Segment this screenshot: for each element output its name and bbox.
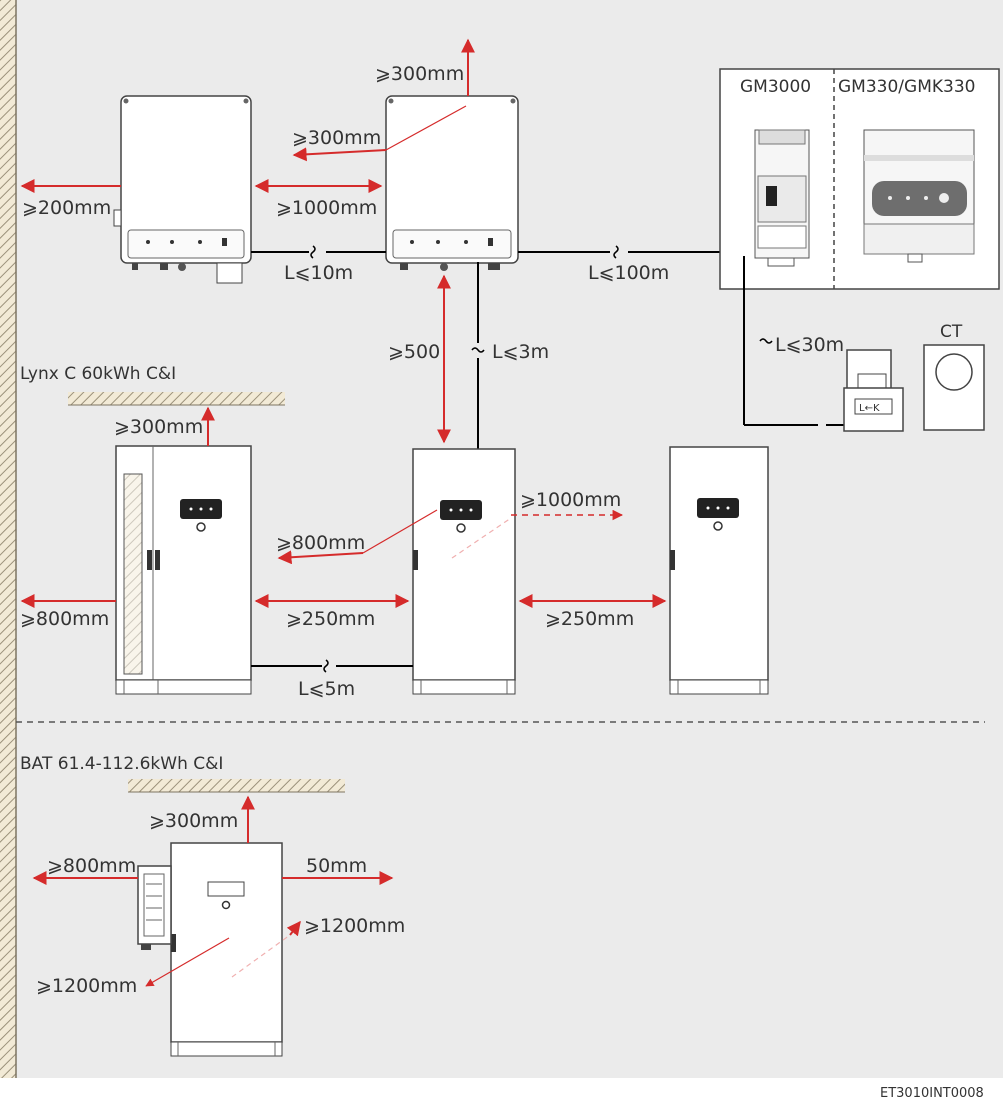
label-gm330: GM330/GMK330 bbox=[838, 77, 975, 97]
dim-inv2-back bbox=[385, 105, 467, 151]
cable-break-icon bbox=[759, 338, 773, 344]
inverter-1 bbox=[113, 95, 252, 284]
footer-band bbox=[0, 1078, 1003, 1106]
label-cab-front-far: ⩾1000mm bbox=[520, 489, 621, 511]
arrow-inv2-back bbox=[292, 147, 387, 162]
section1-title: Lynx C 60kWh C&I bbox=[20, 364, 176, 384]
ceiling-hatch-1 bbox=[68, 392, 285, 405]
cable-break-icon bbox=[310, 245, 316, 259]
cabinet-1 bbox=[115, 445, 252, 695]
label-inv-between: ⩾1000mm bbox=[276, 197, 377, 219]
dim-cab-front-far bbox=[451, 517, 512, 559]
label-cab1-top: ⩾300mm bbox=[114, 416, 203, 438]
ct-clamp-2: CT bbox=[923, 322, 985, 431]
label-cab-gap1: ⩾250mm bbox=[286, 608, 375, 630]
arrow-bat-front bbox=[145, 937, 230, 987]
label-bat-front: ⩾1200mm bbox=[36, 975, 137, 997]
label-inv-bat-cable: L⩽3m bbox=[492, 341, 549, 363]
cable-break-icon bbox=[471, 347, 485, 353]
svg-text:L←K: L←K bbox=[859, 403, 880, 414]
cable-break-icon bbox=[323, 659, 329, 673]
label-ct-cable: L⩽30m bbox=[775, 334, 844, 356]
cabinet-2 bbox=[412, 448, 516, 695]
bat-cabinet bbox=[170, 842, 283, 1057]
label-inv2-top: ⩾300mm bbox=[375, 63, 464, 85]
ct-clamp-1: L←K bbox=[843, 349, 904, 432]
dim-cab-front bbox=[362, 509, 438, 554]
label-inv-bat-gap: ⩾500 bbox=[388, 341, 440, 363]
label-inv-cable: L⩽10m bbox=[284, 262, 353, 284]
label-meter-cable: L⩽100m bbox=[588, 262, 669, 284]
label-bat-front-back: ⩾1200mm bbox=[304, 915, 405, 937]
label-cab-cable: L⩽5m bbox=[298, 678, 355, 700]
wall-hatch bbox=[0, 0, 16, 1078]
label-cab1-left: ⩾800mm bbox=[20, 608, 109, 630]
smart-meter-box: GM3000 GM330/GMK330 bbox=[719, 68, 1000, 290]
cable-break-icon bbox=[613, 245, 619, 259]
arrow-cab-front bbox=[277, 550, 364, 565]
cabinet-3 bbox=[669, 446, 769, 695]
label-ct: CT bbox=[940, 322, 963, 342]
ceiling-hatch-2 bbox=[128, 779, 345, 792]
dim-bat-front-back bbox=[231, 934, 291, 978]
image-code: ET3010INT0008 bbox=[880, 1086, 984, 1101]
label-cab-gap2: ⩾250mm bbox=[545, 608, 634, 630]
label-gm3000: GM3000 bbox=[740, 77, 811, 97]
label-bat-top: ⩾300mm bbox=[149, 810, 238, 832]
label-cab-front: ⩾800mm bbox=[276, 532, 365, 554]
label-bat-left: ⩾800mm bbox=[47, 855, 136, 877]
label-inv1-left: ⩾200mm bbox=[22, 197, 111, 219]
inverter-2 bbox=[385, 95, 519, 271]
label-inv2-back: ⩾300mm bbox=[292, 127, 381, 149]
bat-side-inverter bbox=[137, 865, 172, 950]
label-bat-right: 50mm bbox=[306, 855, 367, 877]
section2-title: BAT 61.4-112.6kWh C&I bbox=[20, 754, 223, 774]
arrow-bat-front-back bbox=[286, 920, 301, 937]
